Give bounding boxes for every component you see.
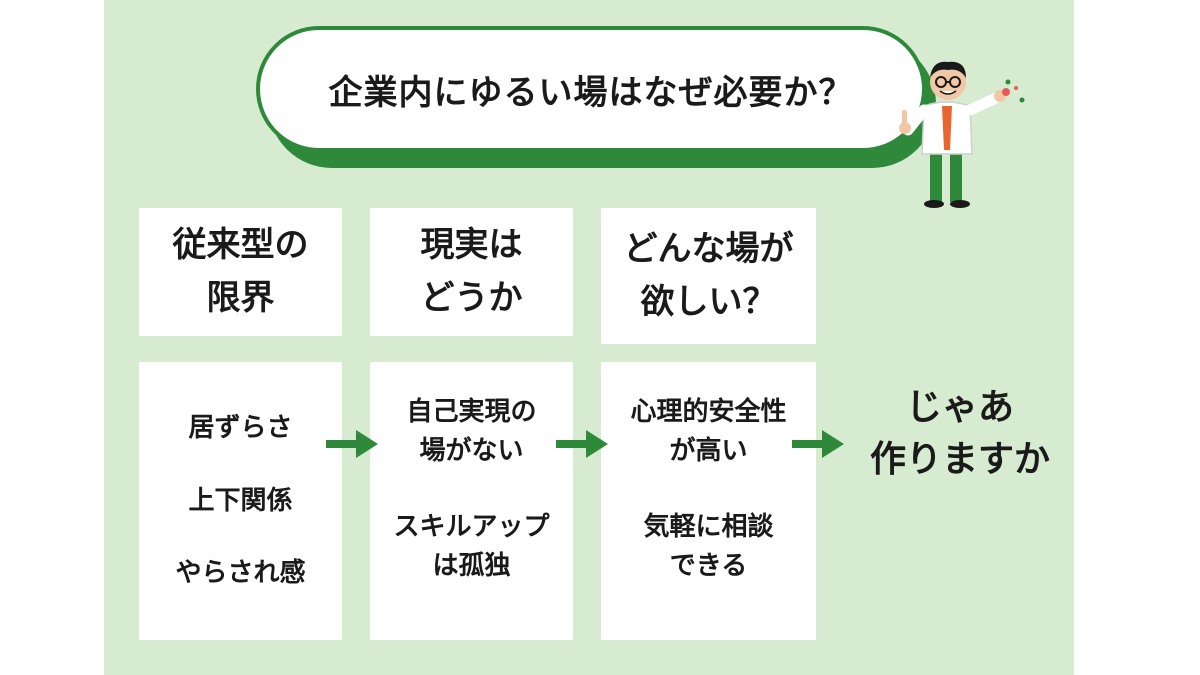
list-item: やらされ感 — [175, 557, 306, 588]
column-3-header-line-2: 欲しい？ — [640, 282, 777, 322]
list-item: 自己実現の 場がない — [406, 396, 537, 466]
teacher-character-icon — [899, 61, 1025, 208]
right-arrow-icon — [556, 430, 608, 458]
conclusion-text: じゃあ 作りますか — [855, 382, 1065, 486]
column-3-items: 心理的安全性 が高い 気軽に相談 できる — [601, 362, 816, 640]
list-item: 心理的安全性 が高い — [630, 396, 787, 466]
column-2-items: 自己実現の 場がない スキルアップ は孤独 — [370, 362, 573, 640]
right-arrow-icon — [792, 430, 844, 458]
column-3-header-line-1: どんな場が — [623, 229, 794, 270]
column-2-header: 現実は どうか — [370, 208, 573, 336]
right-arrow-icon — [326, 430, 378, 458]
list-item: 上下関係 — [188, 485, 293, 516]
list-item: スキルアップ は孤独 — [393, 511, 550, 581]
column-2-header-line-2: どうか — [420, 278, 523, 318]
list-item: 居ずらさ — [188, 413, 293, 444]
title-pill: 企業内にゆるい場はなぜ必要か？ — [256, 26, 926, 152]
column-1-items: 居ずらさ 上下関係 やらされ感 — [139, 362, 342, 640]
list-item: 気軽に相談 できる — [643, 511, 774, 581]
column-1-header-line-2: 限界 — [206, 278, 275, 318]
conclusion-line-2: 作りますか — [869, 439, 1050, 481]
column-2-header-line-1: 現実は — [420, 225, 523, 266]
column-3-header: どんな場が 欲しい？ — [601, 208, 816, 344]
column-1-header-line-1: 従来型の — [172, 225, 309, 266]
conclusion-line-1: じゃあ — [905, 387, 1014, 428]
page-title: 企業内にゆるい場はなぜ必要か？ — [328, 72, 854, 113]
column-1-header: 従来型の 限界 — [139, 208, 342, 336]
